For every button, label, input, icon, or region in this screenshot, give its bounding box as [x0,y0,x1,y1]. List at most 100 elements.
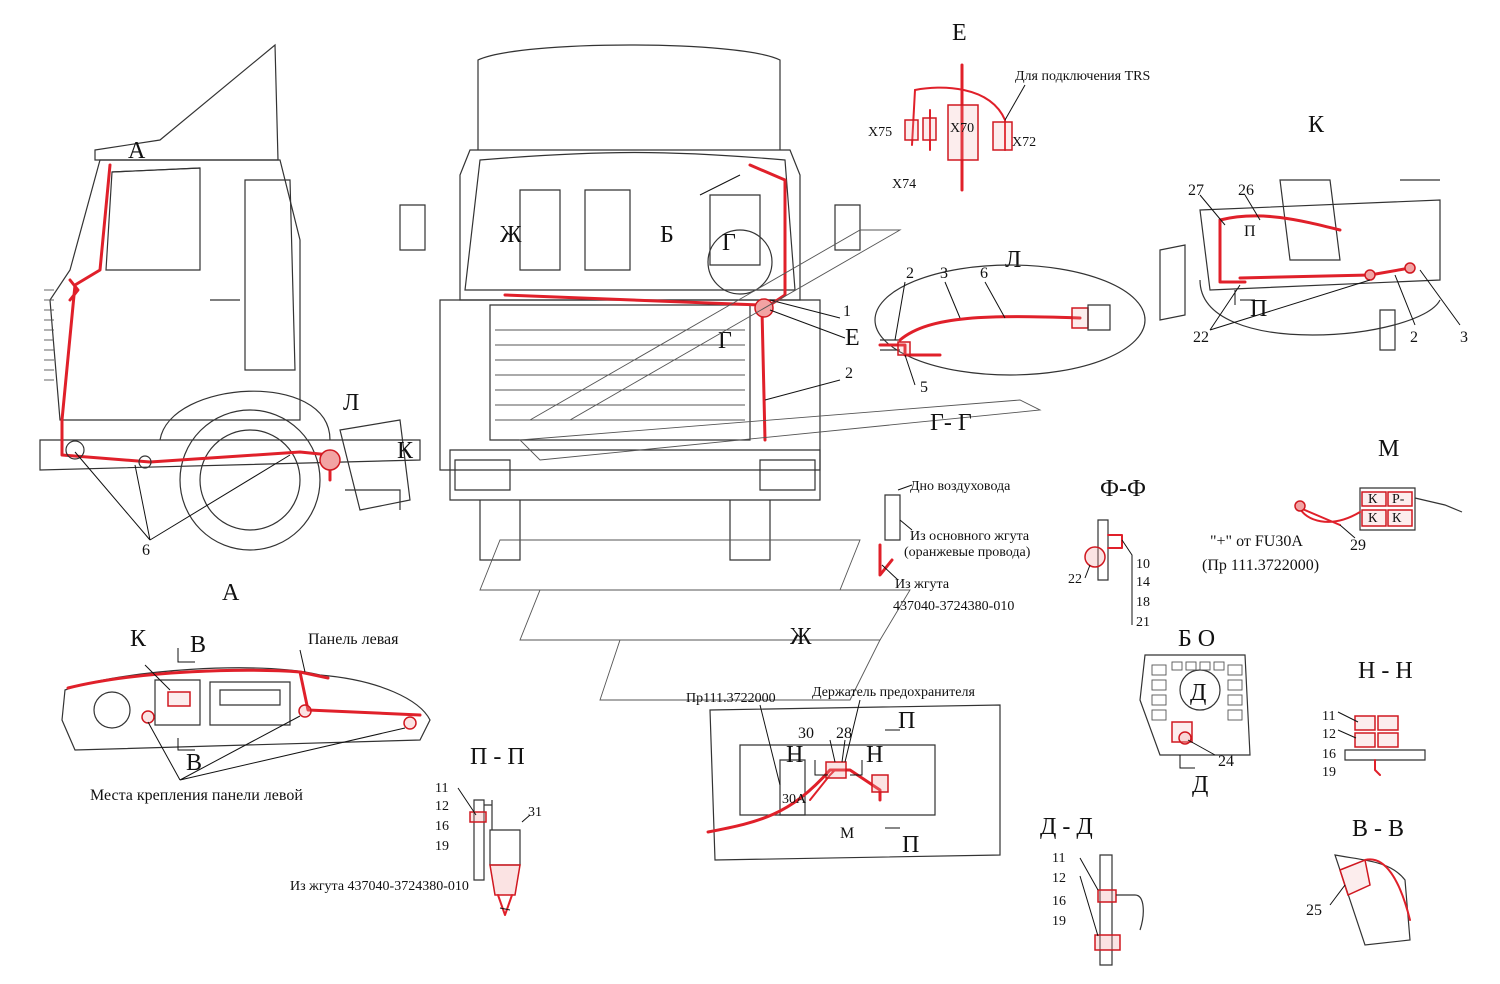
label-2-front: 2 [845,365,853,382]
label-orange: (оранжевые провода) [904,545,1031,560]
label-k-panel: К [130,626,147,652]
label-24: 24 [1218,753,1234,770]
label-k-title: К [1308,112,1325,138]
label-11-dd: 11 [1052,851,1065,866]
cab-front-view [399,44,861,561]
label-b-front: Б [660,222,674,248]
label-d-panel: Д [1190,680,1206,706]
label-19-pp: 19 [435,839,449,854]
label-21-ff: 21 [1136,615,1150,630]
label-30: 30 [798,725,814,742]
label-nn-title: Н - Н [1358,658,1413,684]
label-relay-k2: К [1368,511,1378,526]
label-16-nn: 16 [1322,747,1336,762]
label-x70: X70 [950,121,974,136]
dash-panel-a [61,648,431,781]
label-g-front-bot: Г [718,328,732,354]
label-x74: X74 [892,177,916,192]
label-3-l: 3 [940,265,948,282]
label-g-front-top: Г [722,230,736,256]
callout-planes [479,229,1042,701]
label-19-nn: 19 [1322,765,1336,780]
label-zh-front: Ж [500,222,522,248]
section-dd [1079,854,1144,966]
label-left-panel: Панель левая [308,631,399,648]
label-fuse-holder: Держатель предохранителя [812,685,975,700]
label-6-l: 6 [980,265,988,282]
label-zh-title: Ж [790,624,812,650]
panel-bo [1139,654,1251,769]
label-28: 28 [836,725,852,742]
label-v-panel-bot: В [186,750,202,776]
label-trs: Для подключения TRS [1015,69,1150,84]
label-6-side: 6 [142,542,150,559]
label-l-title: Л [1005,247,1021,273]
label-n-zh-left: Н [786,742,803,768]
label-d-panel-bot: Д [1192,772,1208,798]
cab-side-view [39,43,421,551]
label-x72: X72 [1012,135,1036,150]
label-main-harness: Из основного жгута [910,529,1030,544]
label-16-pp: 16 [435,819,449,834]
label-relay-k3: К [1392,511,1402,526]
label-panel-mounts: Места крепления панели левой [90,787,303,804]
label-a-title: А [222,580,240,606]
label-26: 26 [1238,182,1254,199]
label-e-title: Е [952,20,967,46]
connector-detail-e [904,63,1026,192]
label-29: 29 [1350,537,1366,554]
label-16-dd: 16 [1052,894,1066,909]
label-duct: Дно воздуховода [910,479,1011,494]
label-x75: X75 [868,125,892,140]
section-gg [878,484,913,581]
label-11-nn: 11 [1322,709,1335,724]
label-10-ff: 10 [1136,557,1150,572]
section-ff [1084,519,1133,625]
fuse-detail-zh [706,699,1001,861]
label-a-top: А [128,138,146,164]
relay-m [1294,487,1463,539]
label-plus-from: "+" от FU30A [1210,533,1303,550]
label-harness-no: 437040-3724380-010 [893,599,1014,614]
label-fuse-30a: 30А [782,792,807,807]
label-5-l: 5 [920,379,928,396]
label-m-title: М [1378,436,1399,462]
label-25: 25 [1306,902,1322,919]
label-from-harness-full: Из жгута 437040-3724380-010 [290,879,469,894]
label-v-panel-top: В [190,632,206,658]
label-pr-paren: (Пр 111.3722000) [1202,557,1319,574]
detail-l [874,264,1146,386]
detail-k [1159,179,1461,351]
label-p-k-top: П [1244,223,1256,240]
label-pr: Пр111.3722000 [686,691,776,706]
label-dd-title: Д - Д [1040,814,1093,840]
label-11-pp: 11 [435,781,448,796]
section-nn [1337,711,1426,776]
label-e-front: Е [845,325,860,351]
label-14-ff: 14 [1136,575,1150,590]
section-vv [1329,854,1411,946]
label-1-front: 1 [843,303,851,320]
label-18-ff: 18 [1136,595,1150,610]
label-2-k: 2 [1410,329,1418,346]
label-gg-title: Г- Г [930,410,972,436]
label-relay-p: Р- [1392,492,1405,507]
label-12-pp: 12 [435,799,449,814]
label-l-side: Л [343,390,359,416]
label-27: 27 [1188,182,1204,199]
label-k-side: К [397,438,414,464]
label-2-l: 2 [906,265,914,282]
label-p-zh-top: П [898,708,915,734]
label-22-ff: 22 [1068,572,1082,587]
label-12-nn: 12 [1322,727,1336,742]
label-vv-title: В - В [1352,816,1404,842]
label-relay-k1: К [1368,492,1378,507]
label-12-dd: 12 [1052,871,1066,886]
label-19-dd: 19 [1052,914,1066,929]
label-22-k: 22 [1193,329,1209,346]
label-p-k-bot: П [1250,296,1267,322]
label-3-k: 3 [1460,329,1468,346]
section-pp [457,787,531,916]
